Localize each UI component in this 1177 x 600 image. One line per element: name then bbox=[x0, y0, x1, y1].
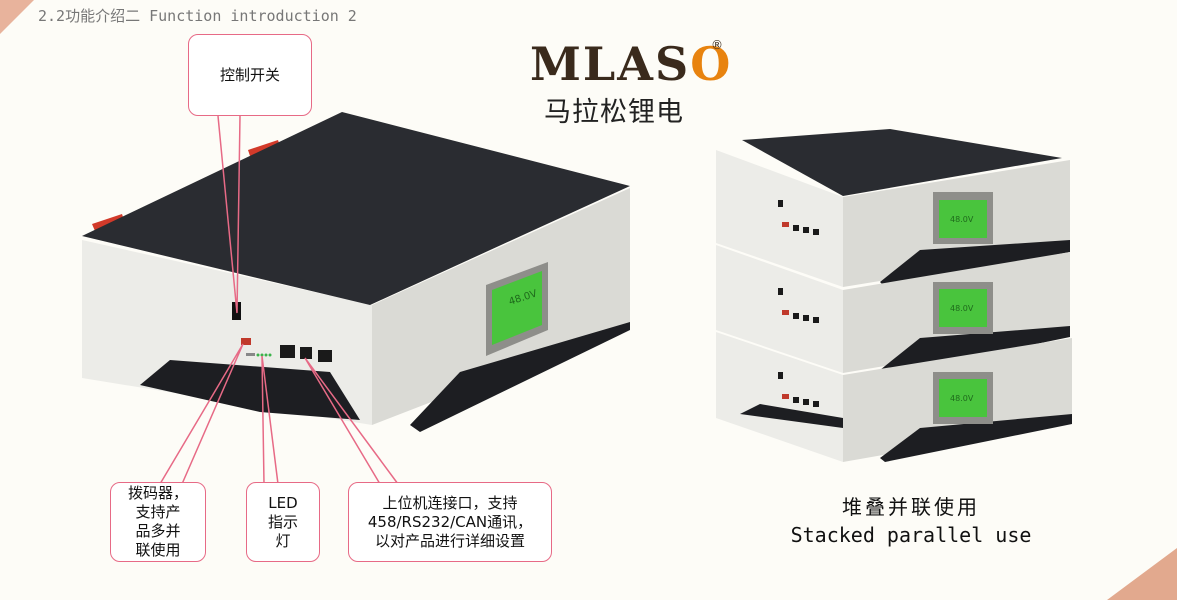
stack-unit-1-front bbox=[716, 150, 843, 287]
handle-left bbox=[92, 214, 124, 231]
brand-logo: MLASO ® 马拉松锂电 bbox=[530, 38, 730, 128]
stack-caption-cn: 堆叠并联使用 bbox=[842, 495, 980, 519]
stack-unit-1-voltage: 48.0V bbox=[950, 215, 974, 224]
base-left bbox=[140, 360, 360, 420]
logo-wordmark-text: MLASO bbox=[530, 37, 733, 91]
pointer-dip-switch bbox=[159, 343, 244, 485]
logo-chinese-name: 马拉松锂电 bbox=[544, 97, 684, 128]
port-3 bbox=[318, 350, 332, 362]
pointer-control-switch bbox=[217, 115, 241, 314]
registered-mark: ® bbox=[711, 38, 723, 52]
stack-unit-1-screen bbox=[939, 200, 987, 238]
stack-unit-3-front bbox=[716, 332, 843, 462]
port-1 bbox=[280, 345, 295, 358]
callout-control-switch: 控制开关 bbox=[188, 34, 312, 116]
voltage-display-screen bbox=[492, 271, 542, 345]
dip-switch bbox=[241, 338, 251, 345]
page-title: 2.2功能介绍二 Function introduction 2 bbox=[38, 7, 357, 25]
pointer-host-interface bbox=[304, 357, 399, 485]
pointer-led bbox=[261, 355, 279, 485]
stack-unit-3-base-front bbox=[740, 404, 843, 428]
stack-unit-3-screen bbox=[939, 379, 987, 417]
stack-unit-2-front bbox=[716, 245, 843, 373]
logo-wordmark: MLASO bbox=[530, 38, 732, 90]
stack-unit-2-voltage: 48.0V bbox=[950, 304, 974, 313]
corner-decoration-bottom-right bbox=[1107, 548, 1177, 600]
callout-led-indicator: LED 指示 灯 bbox=[246, 482, 320, 562]
callout-dip-switch: 拨码器， 支持产 品多并 联使用 bbox=[110, 482, 206, 562]
stack-unit-2-screen bbox=[939, 289, 987, 327]
stack-ports bbox=[778, 200, 819, 407]
stack-caption-en: Stacked parallel use bbox=[790, 523, 1032, 547]
stack-unit-3-voltage: 48.0V bbox=[950, 394, 974, 403]
base-right bbox=[410, 322, 630, 432]
corner-decoration-top-left bbox=[0, 0, 34, 34]
battery-top bbox=[82, 112, 630, 305]
stack-unit-1-base bbox=[880, 240, 1070, 287]
led-strip bbox=[246, 353, 255, 356]
callout-pointers bbox=[159, 115, 399, 485]
stack-unit-3-base bbox=[880, 414, 1072, 462]
callout-host-interface: 上位机连接口，支持 458/RS232/CAN通讯， 以对产品进行详细设置 bbox=[348, 482, 552, 562]
battery-unit: 48.0V bbox=[82, 112, 630, 432]
handle-back bbox=[248, 140, 280, 156]
stack-top bbox=[742, 129, 1062, 196]
battery-stack: 48.0V 48.0V 48.0V bbox=[716, 129, 1072, 462]
led-indicators bbox=[256, 353, 272, 357]
stack-caption: 堆叠并联使用 Stacked parallel use bbox=[786, 494, 1036, 550]
port-2 bbox=[300, 347, 312, 359]
